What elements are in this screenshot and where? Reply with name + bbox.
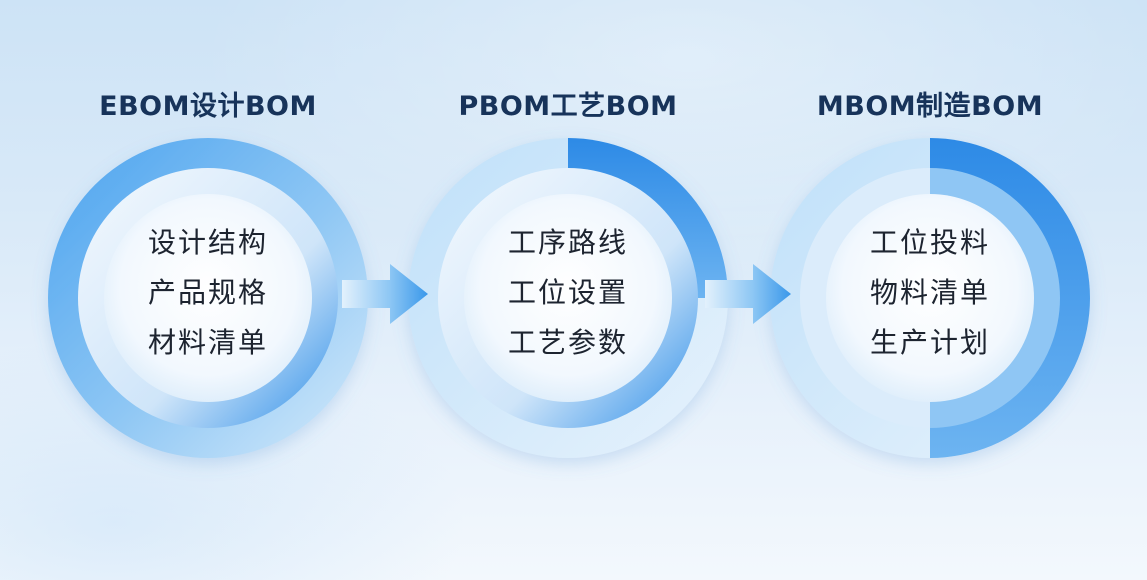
stage-title-mbom: MBOM制造BOM [816,91,1044,122]
list-item: 材料清单 [147,326,268,359]
ring-center-ebom [104,194,312,402]
list-item: 工位设置 [507,276,628,309]
item-list-mbom: 工位投料 物料清单 生产计划 [830,226,1030,360]
list-item: 工位投料 [869,226,990,259]
arrow-right-icon [705,264,791,324]
list-item: 物料清单 [869,276,990,309]
list-item: 生产计划 [869,326,990,359]
stage-title-ebom: EBOM设计BOM [99,91,317,122]
ring-ebom [48,138,368,458]
list-item: 工序路线 [507,226,628,259]
ring-center-mbom [826,194,1034,402]
item-list-ebom: 设计结构 产品规格 材料清单 [108,226,308,360]
ring-center-pbom [464,194,672,402]
stage-title-pbom: PBOM工艺BOM [458,91,678,122]
arrow-right-icon [342,264,428,324]
list-item: 设计结构 [147,226,268,259]
item-list-pbom: 工序路线 工位设置 工艺参数 [468,226,668,360]
list-item: 产品规格 [147,276,268,309]
list-item: 工艺参数 [507,326,628,359]
ring-mbom [770,138,1090,458]
ring-pbom [408,138,728,458]
